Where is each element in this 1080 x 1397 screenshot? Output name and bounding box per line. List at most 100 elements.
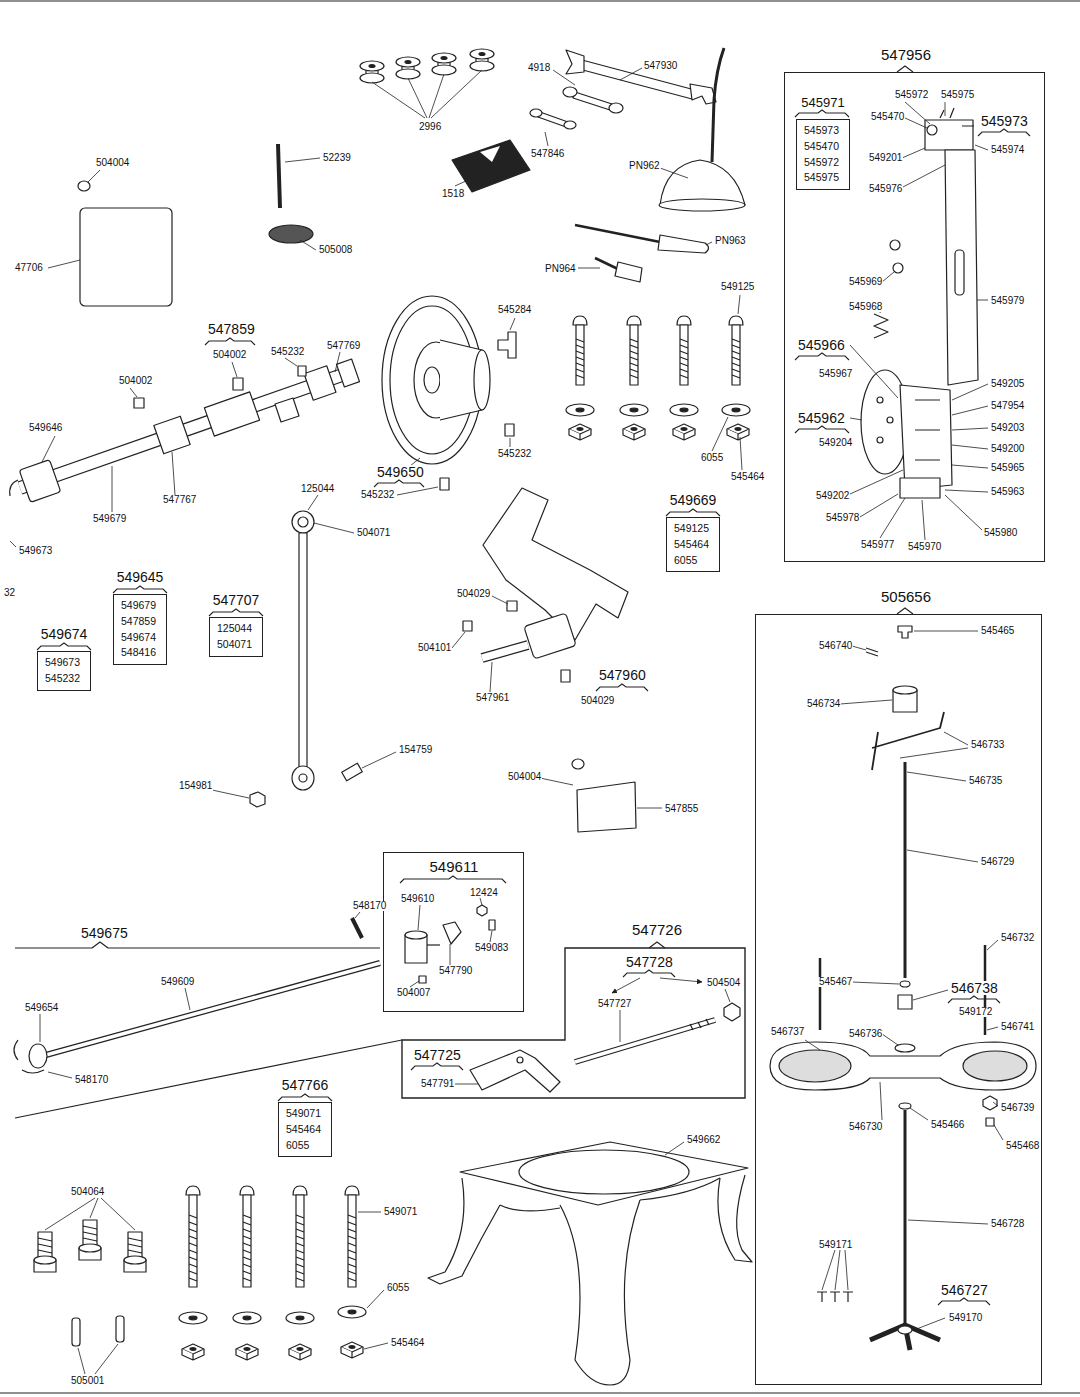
drawing-part <box>250 792 265 807</box>
part-number: 549204 <box>818 438 853 448</box>
drawing-part <box>874 314 888 338</box>
group-number: 549675 <box>80 926 129 940</box>
part-number: 549172 <box>958 1007 993 1017</box>
part-number: 549203 <box>990 423 1025 433</box>
drawing-part <box>14 1040 44 1073</box>
drawing-part <box>575 225 660 242</box>
part-number: 12424 <box>469 888 499 898</box>
drawing-part <box>779 1050 851 1082</box>
drawing-part <box>898 1326 912 1334</box>
part-number: 545979 <box>990 296 1025 306</box>
drawing-part <box>507 601 517 611</box>
drawing-part <box>482 645 528 658</box>
drawing-part <box>890 240 900 250</box>
group-number: 547960 <box>598 668 647 682</box>
drawing-part <box>19 296 482 502</box>
drawing-part <box>460 1142 748 1205</box>
drawing-part <box>427 944 440 945</box>
drawing-part <box>292 511 314 533</box>
part-number: 545232 <box>497 449 532 459</box>
part-number: 32 <box>3 588 16 598</box>
drawing-part <box>927 125 937 135</box>
part-number: 545968 <box>848 302 883 312</box>
part-number: 545232 <box>270 347 305 357</box>
drawing-part <box>955 250 964 295</box>
drawing-part <box>182 1344 204 1360</box>
drawing-part <box>566 50 584 74</box>
drawing-part <box>470 1050 560 1092</box>
part-number: 47706 <box>14 263 44 273</box>
part-number: 6055 <box>700 453 724 463</box>
part-number: 546740 <box>818 641 853 651</box>
drawing-part <box>866 648 878 656</box>
drawing-part <box>405 931 427 939</box>
part-number: 545464 <box>730 472 765 482</box>
drawing-part <box>0 1392 1080 1393</box>
leader-line <box>455 68 712 268</box>
drawing-part <box>124 1232 146 1272</box>
part-number: 4918 <box>527 63 551 73</box>
leader-line <box>40 988 190 1078</box>
bracket <box>795 426 849 433</box>
leader-line <box>397 417 742 495</box>
part-number: 546734 <box>806 699 841 709</box>
drawing-part <box>480 146 500 162</box>
group-number: 505656 <box>881 589 931 604</box>
drawing-part <box>690 1019 709 1030</box>
part-number: 549646 <box>28 423 63 433</box>
group-number: 549650 <box>376 465 425 479</box>
drawing-part <box>872 712 944 770</box>
drawing-part <box>34 1232 56 1272</box>
bracket <box>400 876 506 883</box>
drawing-part <box>240 1186 254 1287</box>
part-number: 545977 <box>860 540 895 550</box>
drawing-part <box>116 1316 124 1342</box>
part-number: 549679 <box>92 514 127 524</box>
drawing-part <box>573 316 587 385</box>
drawing-part <box>463 621 472 631</box>
part-number: 545976 <box>868 184 903 194</box>
group-number: 545966 <box>797 338 846 352</box>
group-number: 546727 <box>940 1283 989 1297</box>
part-number: 549083 <box>474 943 509 953</box>
part-number: 545464 <box>390 1338 425 1348</box>
part-number: 545232 <box>360 490 395 500</box>
part-number: 549125 <box>720 282 755 292</box>
part-number: 545470 <box>870 112 905 122</box>
part-number: 545468 <box>1005 1141 1040 1151</box>
drawing-part <box>577 782 636 832</box>
bracket <box>209 609 263 616</box>
part-list: 545973 545470 545972 545975 <box>797 120 846 189</box>
part-list: 125044 504071 <box>210 618 259 656</box>
part-number: 545974 <box>990 145 1025 155</box>
bracket <box>596 684 648 691</box>
bracket <box>948 996 1000 1003</box>
leader-line <box>48 158 320 268</box>
drawing-part <box>419 976 426 983</box>
drawing-part <box>519 1150 689 1194</box>
drawing-part <box>817 1292 853 1302</box>
group-number: 549669 <box>670 493 717 507</box>
part-number: 549610 <box>400 894 435 904</box>
drawing-part <box>15 942 380 948</box>
part-number: 545465 <box>980 626 1015 636</box>
part-number: 549200 <box>990 444 1025 454</box>
group-number: 545971 <box>801 96 844 109</box>
drawing-part <box>569 424 591 440</box>
part-number: 2996 <box>418 122 442 132</box>
drawing-part <box>299 533 307 769</box>
drawing-part <box>898 995 912 1009</box>
part-number: 547855 <box>664 804 699 814</box>
drawing-part <box>615 262 642 282</box>
drawing-part <box>898 626 912 638</box>
part-number: 549205 <box>990 379 1025 389</box>
drawing-part <box>673 424 695 440</box>
bracket <box>623 970 675 977</box>
drawing-part <box>154 416 190 454</box>
part-number: 504002 <box>118 376 153 386</box>
part-number: PN964 <box>544 264 577 274</box>
part-number: 549171 <box>818 1240 853 1250</box>
drawing-part <box>963 1051 1027 1081</box>
drawing-part <box>572 759 584 769</box>
drawing-part <box>904 1110 907 1325</box>
